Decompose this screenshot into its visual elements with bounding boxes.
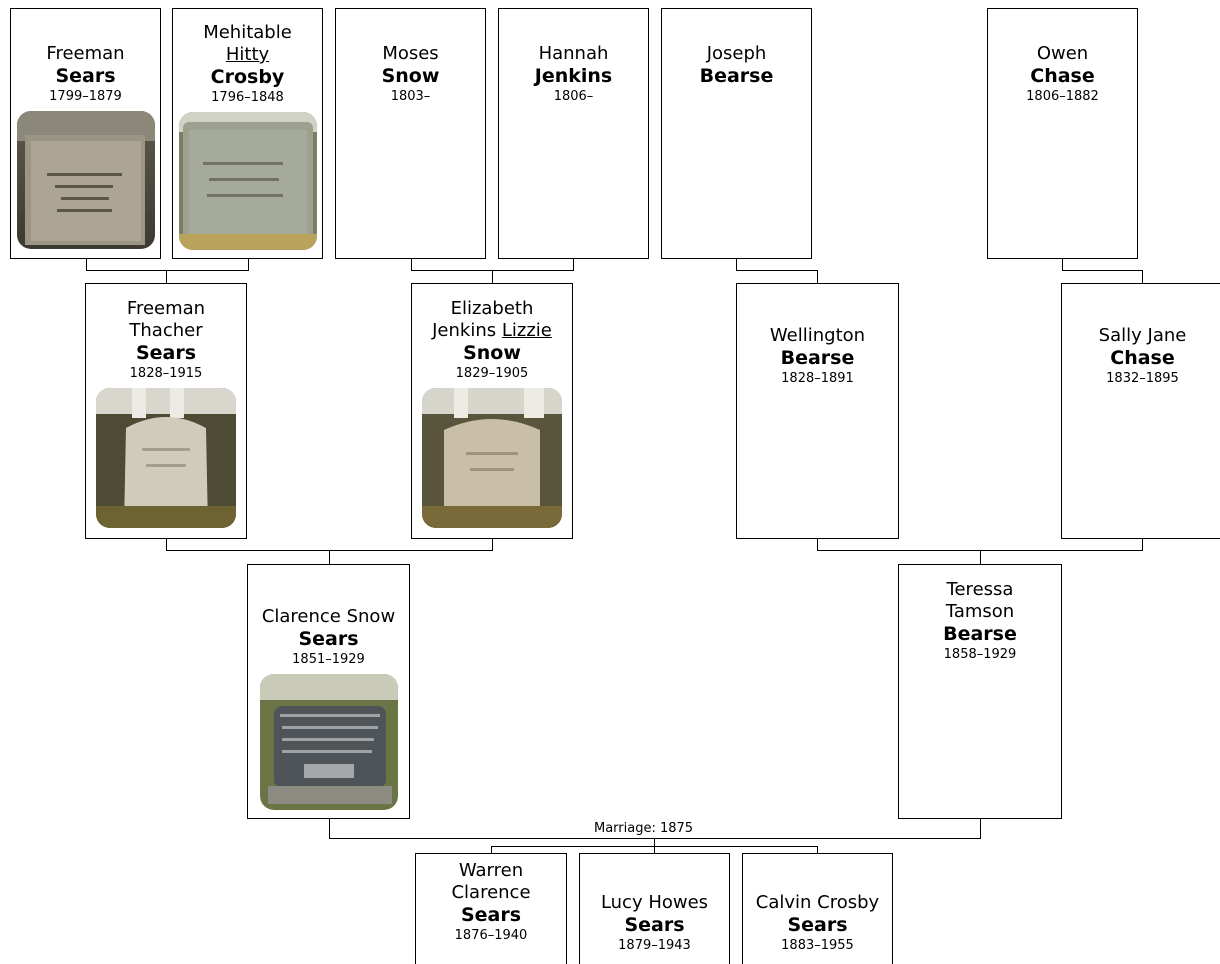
given-name: Joseph [706,43,767,64]
nickname: Hitty [225,44,270,65]
gravestone-photo[interactable] [259,674,398,810]
given-name: Calvin Crosby [755,892,880,913]
connector-line [86,270,249,271]
connector-line [1062,258,1063,270]
connector-line [329,550,330,565]
surname: Jenkins [534,65,613,87]
gravestone-photo[interactable] [16,111,155,249]
life-years: 1803– [390,89,431,104]
surname: Sears [460,904,522,926]
surname: Sears [298,628,359,650]
person-card-calvin-crosby-sears[interactable]: Calvin Crosby Sears 1883–1955 [742,853,893,964]
person-card-mehitable-crosby[interactable]: Mehitable Hitty Crosby 1796–1848 [172,8,323,259]
given-name: Warren [458,860,524,881]
connector-line [492,270,493,284]
person-card-wellington-bearse[interactable]: Wellington Bearse 1828–1891 [736,283,899,539]
person-card-clarence-snow-sears[interactable]: Clarence Snow Sears 1851–1929 [247,564,410,819]
connector-line [329,838,981,839]
given-name: Elizabeth [450,298,534,319]
given-name: Moses [382,43,439,64]
connector-line [573,258,574,270]
person-card-warren-clarence-sears[interactable]: Warren Clarence Sears 1876–1940 [415,853,567,964]
surname: Bearse [699,65,774,87]
connector-line [86,258,87,270]
life-years: 1806–1882 [1026,89,1099,104]
given-name: Hannah [538,43,609,64]
person-card-hannah-jenkins[interactable]: Hannah Jenkins 1806– [498,8,649,259]
given-name: Freeman [126,298,206,319]
connector-line [329,818,330,838]
connector-line [736,270,818,271]
person-card-joseph-bearse[interactable]: Joseph Bearse [661,8,812,259]
given-name: Sally Jane [1098,325,1187,346]
connector-line [492,538,493,550]
surname: Sears [135,342,197,364]
connector-line [817,846,818,854]
connector-line [980,550,981,565]
gravestone-photo[interactable] [178,112,317,250]
person-card-moses-snow[interactable]: Moses Snow 1803– [335,8,486,259]
connector-line [736,258,737,270]
connector-line [817,270,818,284]
nickname: Lizzie [501,320,552,341]
connector-line [980,818,981,838]
given-name: Owen [1036,43,1089,64]
person-card-lucy-howes-sears[interactable]: Lucy Howes Sears 1879–1943 [579,853,730,964]
life-years: 1828–1915 [129,366,203,381]
life-years: 1806– [553,89,594,104]
person-card-freeman-sears[interactable]: Freeman Sears 1799–1879 [10,8,161,259]
given-name: Teressa [946,579,1014,600]
person-card-freeman-thacher-sears[interactable]: Freeman Thacher Sears 1828–1915 [85,283,247,539]
gravestone-photo[interactable] [96,388,236,528]
surname: Crosby [210,66,285,88]
given-name: Freeman [46,43,125,64]
surname: Sears [624,914,685,936]
connector-line [1142,538,1143,550]
middle-name: Thacher [129,320,203,341]
given-name: Lucy Howes [600,892,709,913]
life-years: 1829–1905 [455,366,529,381]
middle-name: Jenkins [432,320,497,341]
connector-line [654,846,655,854]
life-years: 1851–1929 [292,652,365,667]
life-years: 1832–1895 [1106,371,1179,386]
middle-name: Clarence [451,882,531,903]
life-years: 1876–1940 [454,928,528,943]
person-card-sally-jane-chase[interactable]: Sally Jane Chase 1832–1895 [1061,283,1220,539]
person-card-elizabeth-snow[interactable]: Elizabeth Jenkins Lizzie Snow 1829–1905 [411,283,573,539]
given-name: Wellington [769,325,866,346]
life-years: 1879–1943 [618,938,691,953]
connector-line [166,270,167,284]
given-name: Mehitable [203,22,292,43]
connector-line [491,846,492,854]
surname: Chase [1030,65,1095,87]
connector-line [1062,270,1143,271]
gravestone-photo[interactable] [422,388,562,528]
person-card-teressa-bearse[interactable]: Teressa Tamson Bearse 1858–1929 [898,564,1062,819]
surname: Sears [787,914,848,936]
connector-line [1142,270,1143,284]
life-years: 1858–1929 [943,647,1017,662]
life-years: 1883–1955 [781,938,854,953]
life-years: 1799–1879 [49,89,122,104]
surname: Snow [463,342,521,364]
connector-line [248,258,249,270]
life-years: 1796–1848 [211,90,284,105]
connector-line [166,538,167,550]
middle-name: Tamson [945,601,1015,622]
surname: Snow [381,65,440,87]
life-years: 1828–1891 [781,371,854,386]
connector-line [411,258,412,270]
surname: Bearse [943,623,1017,645]
surname: Bearse [780,347,855,369]
connector-line [654,838,655,847]
given-name: Clarence Snow [261,606,396,627]
surname: Chase [1110,347,1175,369]
marriage-label: Marriage: 1875 [592,821,696,836]
connector-line [817,538,818,550]
surname: Sears [55,65,116,87]
person-card-owen-chase[interactable]: Owen Chase 1806–1882 [987,8,1138,259]
